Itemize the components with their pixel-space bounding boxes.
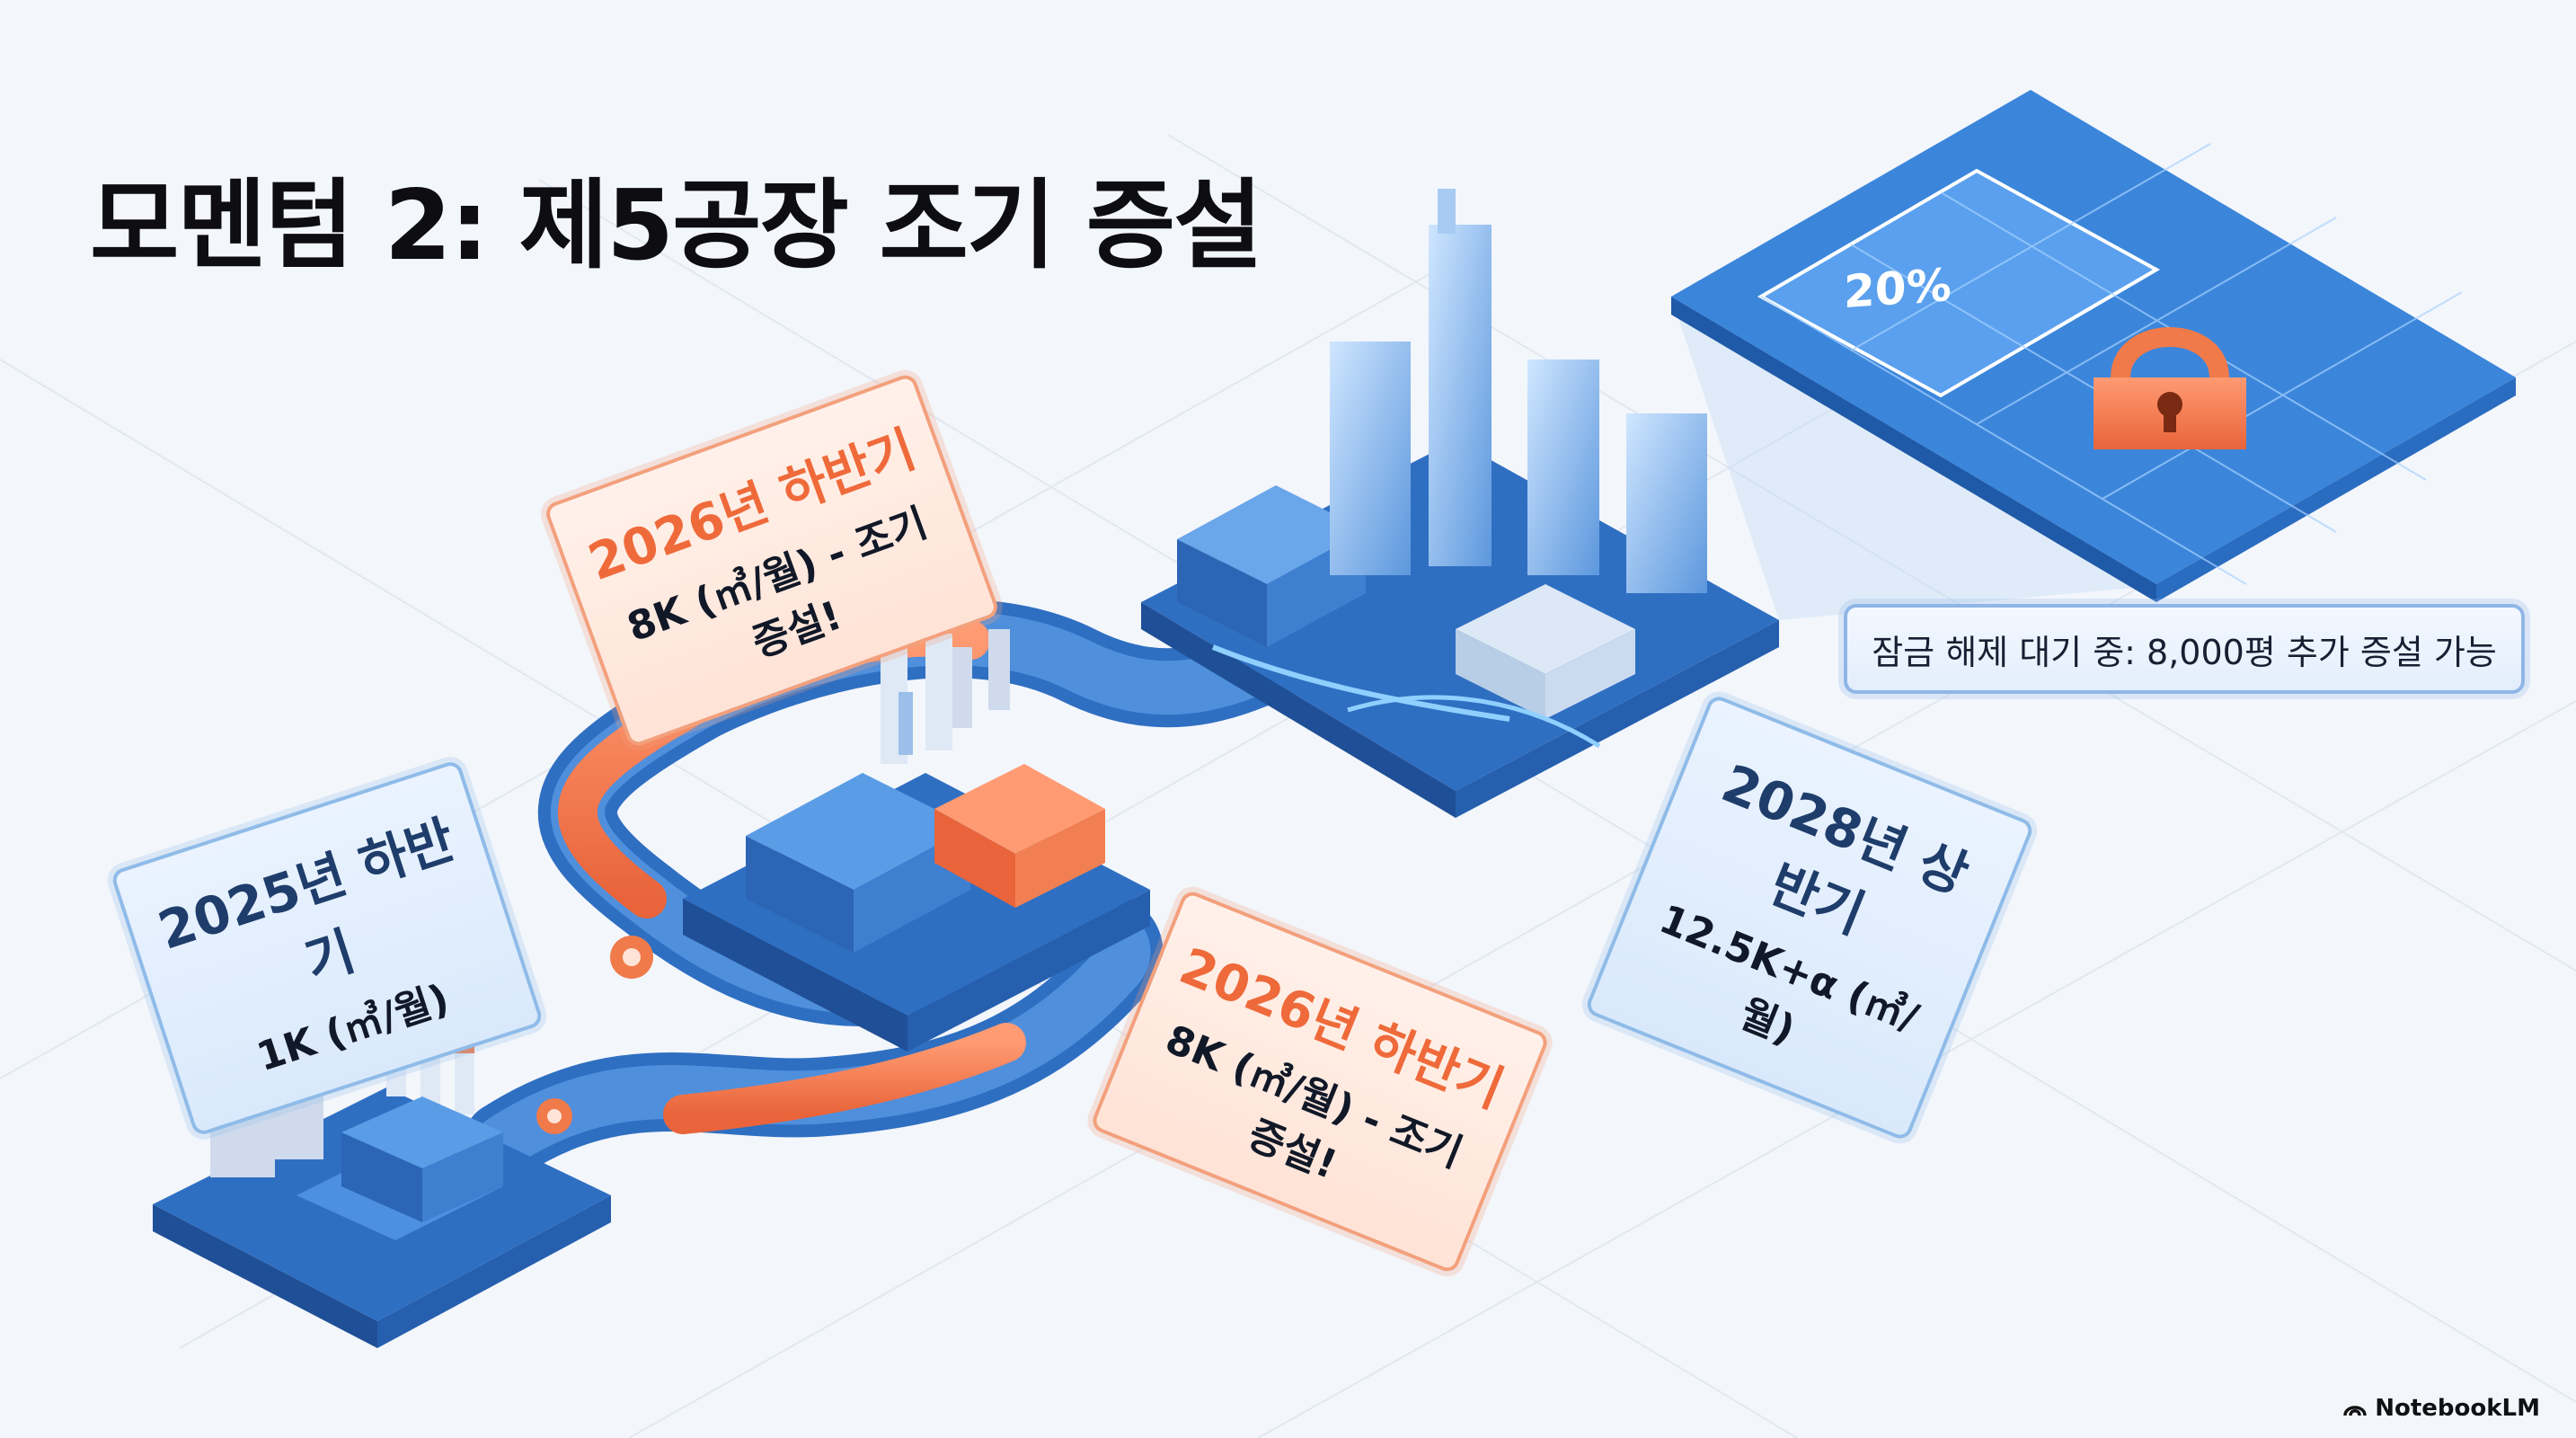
- unlock-note: 잠금 해제 대기 중: 8,000평 추가 증설 가능: [1844, 604, 2525, 694]
- notebooklm-icon: [2343, 1406, 2367, 1416]
- branding: NotebookLM: [2342, 1395, 2540, 1422]
- gear-icon: [536, 1098, 572, 1134]
- factory-2025: [153, 998, 611, 1348]
- factory-2026: [683, 629, 1150, 1052]
- allocated-percent-label: 20%: [1844, 258, 1952, 319]
- expansion-plan-board: [1671, 90, 2516, 602]
- gear-icon: [610, 936, 653, 979]
- page-title: 모멘텀 2: 제5공장 조기 증설: [90, 170, 1262, 283]
- lock-icon: [2094, 327, 2246, 449]
- brand-name: NotebookLM: [2375, 1395, 2540, 1422]
- city-2028: [1141, 189, 1779, 818]
